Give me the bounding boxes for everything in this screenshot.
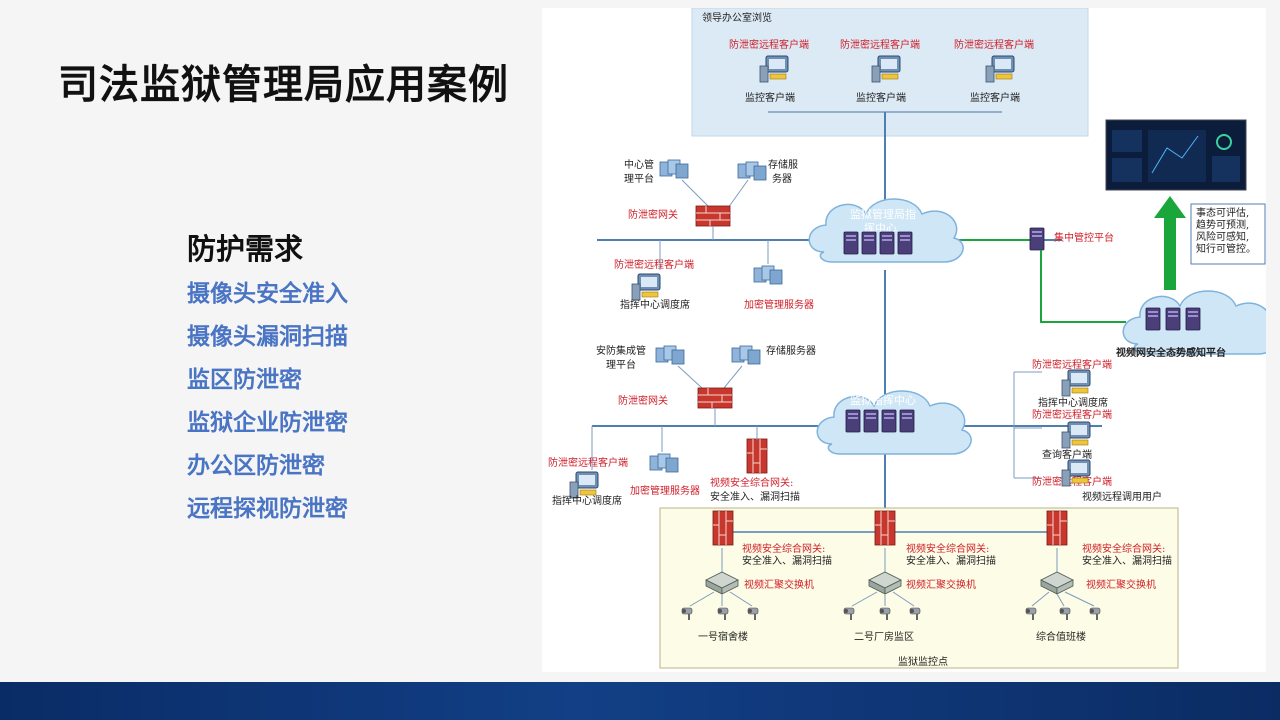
leader-client-3: 防泄密远程客户端 监控客户端 bbox=[954, 38, 1034, 104]
needs-heading: 防护需求 bbox=[187, 232, 304, 266]
site-group-3: 视频安全综合网关: 安全准入、漏洞扫描 视频汇聚交换机 综合值班楼 bbox=[1025, 510, 1172, 643]
remote-client-label: 防泄密远程客户端 bbox=[729, 38, 809, 51]
remote-client-label: 防泄密远程客户端 bbox=[614, 258, 694, 271]
remote-client-label: 防泄密远程客户端 bbox=[548, 456, 628, 469]
awareness-platform-label: 视频网安全态势感知平台 bbox=[1116, 346, 1226, 359]
gateway-label: 视频安全综合网关: bbox=[1082, 542, 1165, 555]
network-diagram: 领导办公室浏览 防泄密远程客户端 监控客户端 防泄密远程客户端 监控客户端 防泄… bbox=[542, 7, 1278, 672]
remote-client-label: 防泄密远程客户端 bbox=[840, 38, 920, 51]
cloud-label: 监狱指挥中心 bbox=[850, 393, 916, 407]
storage-label: 存储服务器 bbox=[766, 344, 816, 357]
green-arrow bbox=[1154, 196, 1186, 290]
monitoring-title: 监狱监控点 bbox=[898, 655, 948, 668]
monitor-client-label: 监控客户端 bbox=[970, 91, 1020, 104]
gateway-desc: 安全准入、漏洞扫描 bbox=[742, 554, 832, 567]
capability-item: 知行可管控。 bbox=[1196, 242, 1256, 255]
site-label: 二号厂房监区 bbox=[854, 630, 914, 643]
video-gateway-label: 视频安全综合网关: bbox=[710, 476, 793, 489]
seat-label: 指挥中心调度席 bbox=[1038, 396, 1108, 409]
need-item: 远程探视防泄密 bbox=[187, 496, 348, 522]
switch-label: 视频汇聚交换机 bbox=[906, 578, 976, 591]
remote-user-label: 视频远程调用用户 bbox=[1082, 490, 1162, 503]
firewall-icon bbox=[697, 387, 733, 409]
gateway-label: 防泄密网关 bbox=[618, 394, 668, 407]
dispatch-pc-icon bbox=[631, 273, 661, 301]
need-item: 摄像头漏洞扫描 bbox=[187, 324, 348, 350]
capability-item: 风险可感知, bbox=[1196, 230, 1249, 243]
cloud-label: 监狱管理局指 bbox=[850, 207, 916, 221]
site-group-2: 视频安全综合网关: 安全准入、漏洞扫描 视频汇聚交换机 二号厂房监区 bbox=[843, 510, 996, 643]
client-pc-icon bbox=[1061, 459, 1091, 487]
monitor-client-label: 监控客户端 bbox=[856, 91, 906, 104]
video-gateway-icon bbox=[746, 438, 768, 474]
gateway-label: 防泄密网关 bbox=[628, 208, 678, 221]
crypto-server-icon bbox=[753, 265, 783, 285]
gateway-desc: 安全准入、漏洞扫描 bbox=[906, 554, 996, 567]
slide-title: 司法监狱管理局应用案例 bbox=[58, 62, 509, 108]
mgmt-platform-label: 理平台 bbox=[624, 172, 654, 185]
storage-server-icon bbox=[737, 161, 767, 181]
need-item: 监狱企业防泄密 bbox=[187, 410, 348, 436]
crypto-server-label: 加密管理服务器 bbox=[744, 298, 814, 311]
storage-label: 务器 bbox=[772, 172, 792, 185]
switch-label: 视频汇聚交换机 bbox=[1086, 578, 1156, 591]
capability-item: 趋势可预测, bbox=[1196, 218, 1249, 231]
storage-label: 存储服 bbox=[768, 158, 798, 171]
switch-label: 视频汇聚交换机 bbox=[744, 578, 814, 591]
prison-cloud: 监狱指挥中心 bbox=[816, 390, 972, 455]
video-gateway-desc: 安全准入、漏洞扫描 bbox=[710, 490, 800, 503]
mgmt-platform-label: 中心管 bbox=[624, 158, 654, 171]
need-item: 摄像头安全准入 bbox=[187, 281, 348, 307]
capability-item: 事态可评估, bbox=[1196, 206, 1249, 219]
crypto-server-icon bbox=[649, 453, 679, 473]
site-label: 一号宿舍楼 bbox=[698, 630, 748, 643]
bureau-cloud: 监狱管理局指 挥中心 bbox=[808, 198, 964, 263]
security-platform-label: 安防集成管 bbox=[596, 344, 646, 357]
security-server-icon bbox=[655, 345, 685, 365]
security-platform-label: 理平台 bbox=[606, 358, 636, 371]
gateway-label: 视频安全综合网关: bbox=[742, 542, 825, 555]
firewall-icon bbox=[695, 205, 731, 227]
client-pc-icon bbox=[1061, 369, 1091, 397]
site-group-1: 视频安全综合网关: 安全准入、漏洞扫描 视频汇聚交换机 一号宿舍楼 bbox=[681, 510, 832, 643]
central-control-label: 集中管控平台 bbox=[1054, 231, 1114, 244]
site-label: 综合值班楼 bbox=[1036, 630, 1086, 643]
dashboard-screen bbox=[1105, 119, 1247, 191]
control-server-icon bbox=[1029, 227, 1045, 251]
need-item: 办公区防泄密 bbox=[187, 453, 325, 479]
leader-client-1: 防泄密远程客户端 监控客户端 bbox=[729, 38, 809, 104]
monitoring-panel bbox=[659, 507, 1179, 669]
crypto-server-label: 加密管理服务器 bbox=[630, 484, 700, 497]
awareness-cloud bbox=[1122, 290, 1278, 355]
dispatch-seat-label: 指挥中心调度席 bbox=[552, 494, 622, 507]
mgmt-server-icon bbox=[659, 159, 689, 179]
gateway-label: 视频安全综合网关: bbox=[906, 542, 989, 555]
capability-box bbox=[1190, 203, 1266, 265]
remote-client-label: 防泄密远程客户端 bbox=[1032, 358, 1112, 371]
storage-server-icon bbox=[731, 345, 761, 365]
leader-office-title: 领导办公室浏览 bbox=[702, 11, 772, 24]
dispatch-seat-label: 指挥中心调度席 bbox=[620, 298, 690, 311]
gateway-desc: 安全准入、漏洞扫描 bbox=[1082, 554, 1172, 567]
footer-bar bbox=[0, 682, 1280, 720]
remote-client-label: 防泄密远程客户端 bbox=[954, 38, 1034, 51]
leader-client-2: 防泄密远程客户端 监控客户端 bbox=[840, 38, 920, 104]
needs-list: 摄像头安全准入 摄像头漏洞扫描 监区防泄密 监狱企业防泄密 办公区防泄密 远程探… bbox=[187, 278, 348, 536]
remote-client-label: 防泄密远程客户端 bbox=[1032, 408, 1112, 421]
dispatch-pc-icon bbox=[569, 471, 599, 499]
monitor-client-label: 监控客户端 bbox=[745, 91, 795, 104]
query-client-label: 查询客户端 bbox=[1042, 448, 1092, 461]
need-item: 监区防泄密 bbox=[187, 367, 302, 393]
